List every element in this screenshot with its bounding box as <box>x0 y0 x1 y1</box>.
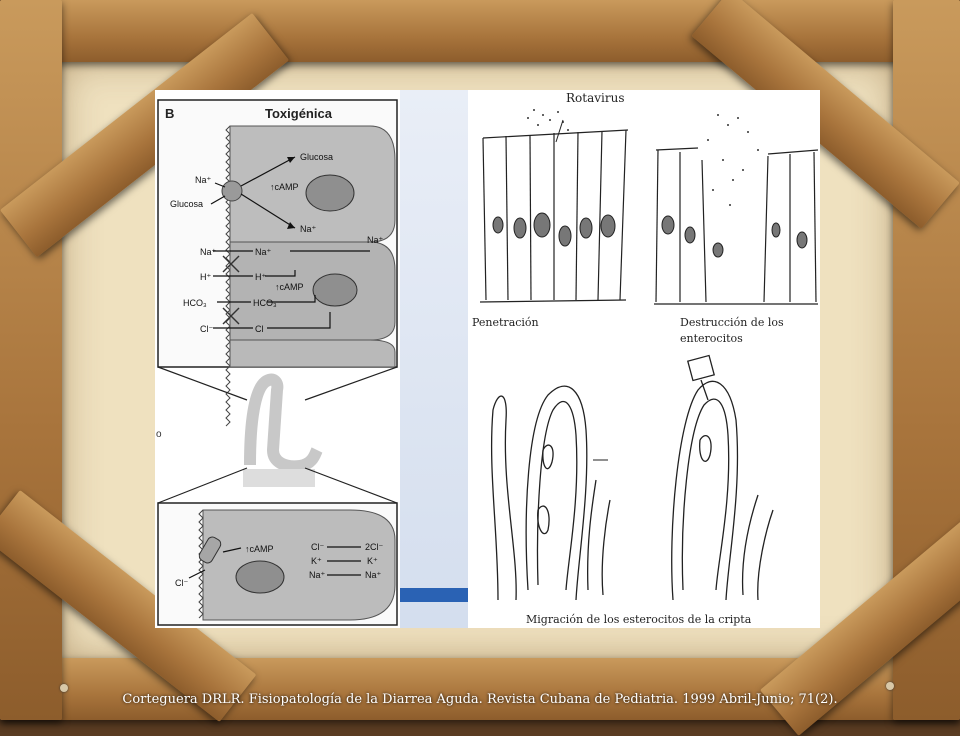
label-na-right-1: Na⁺ <box>300 224 317 234</box>
middle-arrows <box>213 250 370 329</box>
viral-particles-right <box>707 114 759 206</box>
lower-nucleus <box>235 560 285 594</box>
label-lower-na-out: Na⁺ <box>365 570 382 580</box>
lower-brush-border <box>198 509 204 619</box>
zoom-lines-upper <box>157 366 398 401</box>
damaged-nuclei <box>661 215 808 258</box>
villus-sketch-right <box>671 354 774 601</box>
blocked-exchangers <box>222 255 240 325</box>
label-lower-2cl: 2Cl⁻ <box>365 542 384 552</box>
slide-blue-band <box>400 588 468 602</box>
toxigenic-diagram: B Toxigénica Glucosa Na⁺ Glucosa ↑cAMP N… <box>156 99 398 626</box>
transporter-bead <box>221 180 243 202</box>
villus-sketch-left <box>490 385 611 601</box>
arrowhead-na-1 <box>287 222 295 229</box>
label-destruction-line1: Destrucción de los <box>680 316 784 329</box>
label-lower-k-in: K⁺ <box>311 556 322 566</box>
label-lower-cl-in: Cl⁻ <box>311 542 324 552</box>
panel-letter: B <box>165 106 174 121</box>
label-migration: Migración de los esterocitos de la cript… <box>526 613 752 626</box>
label-na-left-top: Na⁺ <box>195 175 212 185</box>
rotavirus-diagram: Rotavirus <box>472 91 819 626</box>
label-rotavirus: Rotavirus <box>566 91 624 105</box>
damaged-epithelium <box>654 147 819 305</box>
upper-arrows <box>210 156 296 229</box>
arrow-rotavirus-down <box>555 119 564 143</box>
nucleus-2 <box>312 273 358 307</box>
upper-cell-3 <box>229 339 396 368</box>
label-hco3-right: HCO₃ <box>253 298 277 308</box>
label-na-far-right: Na⁺ <box>367 235 384 245</box>
villus-shape <box>244 373 323 473</box>
label-na-left-2: Na⁺ <box>200 247 217 257</box>
label-destruction-line2: enterocitos <box>680 332 743 345</box>
label-penetration: Penetración <box>472 316 539 329</box>
diagram-title: Toxigénica <box>265 106 333 121</box>
nail-right <box>886 682 894 690</box>
nail-left <box>60 684 68 692</box>
label-glucosa-left: Glucosa <box>170 199 203 209</box>
nucleus-1 <box>305 174 355 212</box>
label-h-right: H⁺ <box>255 272 266 282</box>
intact-nuclei <box>492 212 616 247</box>
label-lower-camp: ↑cAMP <box>245 544 274 554</box>
label-glucosa-right: Glucosa <box>300 152 333 162</box>
slide-fragment <box>400 90 468 628</box>
label-lower-k-out: K⁺ <box>367 556 378 566</box>
label-na-right-2: Na⁺ <box>255 247 272 257</box>
label-h-left: H⁺ <box>200 272 211 282</box>
label-cl-left: Cl⁻ <box>200 324 213 334</box>
rotavirus-diagram-panel: Rotavirus <box>468 90 820 628</box>
edge-mark: o <box>156 429 162 440</box>
intact-epithelium <box>479 129 629 303</box>
label-camp-1: ↑cAMP <box>270 182 299 192</box>
lower-cell <box>202 509 396 621</box>
left-plank <box>0 0 62 720</box>
arrowhead-glucosa <box>287 157 295 163</box>
toxigenic-diagram-panel: B Toxigénica Glucosa Na⁺ Glucosa ↑cAMP N… <box>155 90 400 628</box>
lower-arrows <box>188 546 361 579</box>
cftr-channel <box>198 536 222 564</box>
label-camp-2: ↑cAMP <box>275 282 304 292</box>
top-plank <box>0 0 960 62</box>
zoom-lines-lower <box>157 467 398 504</box>
label-lower-na-in: Na⁺ <box>309 570 326 580</box>
label-lower-cl-out: Cl⁻ <box>175 578 188 588</box>
label-cl-right: Cl <box>255 324 264 334</box>
label-hco3-left: HCO₃ <box>183 298 207 308</box>
citation-caption: Corteguera DRLR. Fisiopatología de la Di… <box>122 692 838 707</box>
